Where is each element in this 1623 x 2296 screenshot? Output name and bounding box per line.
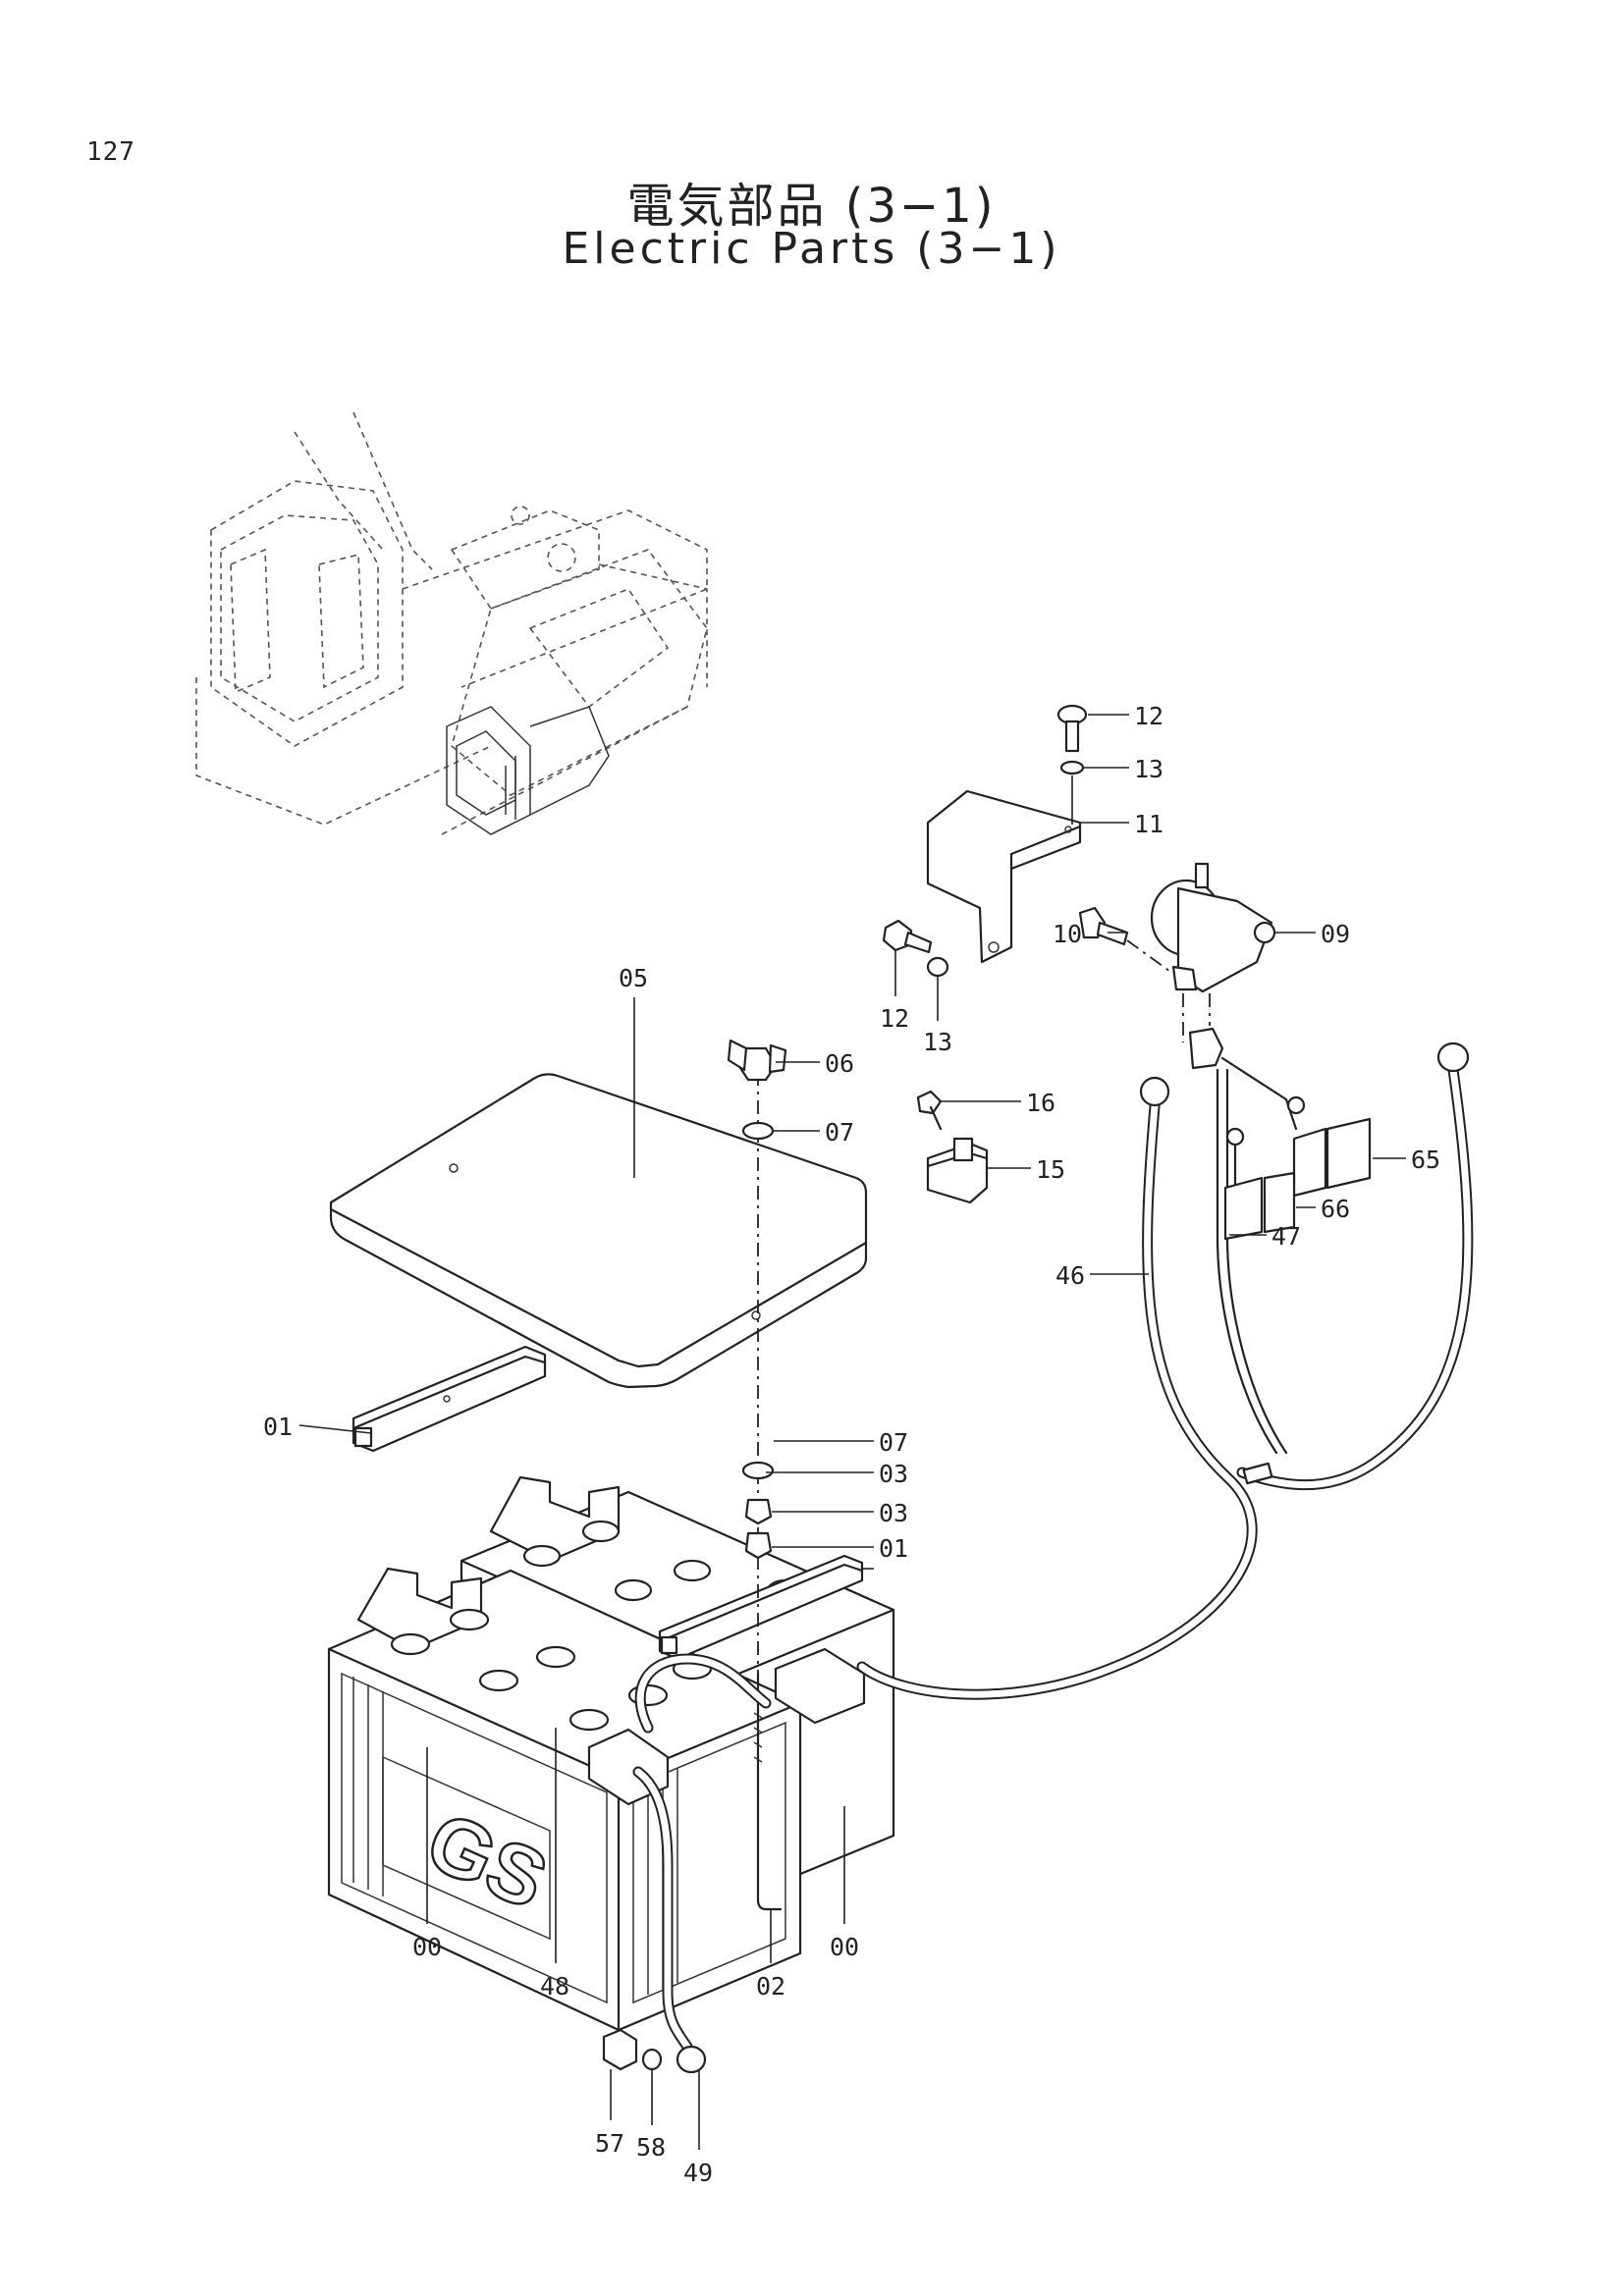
nut-upper bbox=[744, 1498, 773, 1525]
washer-left-bracket bbox=[926, 956, 949, 978]
wing-nut bbox=[727, 1039, 787, 1082]
ground-cable bbox=[632, 1766, 707, 2074]
callout-05: 05 bbox=[619, 964, 648, 992]
callout-58: 58 bbox=[636, 2133, 666, 2162]
fusible-link-block bbox=[926, 1137, 989, 1204]
callout-03-lower: 03 bbox=[879, 1499, 908, 1527]
connector-66 bbox=[1223, 1127, 1296, 1241]
page-title-english: Electric Parts (3−1) bbox=[562, 224, 1061, 274]
callout-09: 09 bbox=[1321, 920, 1350, 948]
page-number: 127 bbox=[86, 137, 135, 167]
relay-bolt bbox=[1078, 906, 1129, 946]
excavator-location-view bbox=[195, 411, 708, 835]
callout-11: 11 bbox=[1134, 810, 1163, 838]
callout-07-bottom: 07 bbox=[879, 1428, 908, 1457]
callout-12-left: 12 bbox=[880, 1004, 909, 1033]
battery-cover bbox=[329, 1073, 868, 1389]
callout-00-right: 00 bbox=[830, 1933, 859, 1961]
bolt-left bbox=[882, 919, 933, 954]
callout-03-upper: 03 bbox=[879, 1460, 908, 1488]
battery-hold-bar-left bbox=[352, 1345, 547, 1453]
callout-01-right: 01 bbox=[879, 1534, 908, 1563]
terminal-washer bbox=[641, 2048, 663, 2071]
page-title-japanese: 電気部品 (3−1) bbox=[626, 179, 997, 234]
callout-65: 65 bbox=[1411, 1146, 1440, 1174]
terminal-boot bbox=[1188, 1027, 1224, 1070]
callout-06: 06 bbox=[825, 1049, 854, 1078]
callout-02: 02 bbox=[756, 1972, 785, 2001]
battery-cable-return bbox=[1236, 1041, 1474, 1491]
callout-46: 46 bbox=[1055, 1261, 1085, 1290]
callout-47: 47 bbox=[1271, 1222, 1301, 1251]
battery-hold-bar-right bbox=[658, 1554, 864, 1661]
callout-01-left: 01 bbox=[263, 1413, 293, 1441]
washer-top bbox=[741, 1121, 775, 1141]
relay-bracket bbox=[926, 789, 1082, 964]
fuse-screw bbox=[916, 1090, 943, 1131]
nut-lower bbox=[744, 1531, 773, 1560]
callout-13-top: 13 bbox=[1134, 755, 1163, 783]
callout-66: 66 bbox=[1321, 1195, 1350, 1223]
leader-lines bbox=[298, 714, 1406, 2150]
bolt-top bbox=[1056, 704, 1088, 753]
battery-front: GS bbox=[327, 1567, 866, 2032]
callout-07-top: 07 bbox=[825, 1118, 854, 1147]
callout-16: 16 bbox=[1026, 1089, 1055, 1117]
battery-link-cable bbox=[634, 1653, 772, 1734]
washer-bottom bbox=[741, 1461, 775, 1480]
callout-13-left: 13 bbox=[923, 1028, 952, 1056]
callout-12-top: 12 bbox=[1134, 702, 1163, 730]
callout-57: 57 bbox=[595, 2129, 624, 2158]
callout-10: 10 bbox=[1053, 920, 1082, 948]
washer-top-bracket bbox=[1059, 760, 1085, 775]
callout-49: 49 bbox=[683, 2159, 713, 2187]
callout-15: 15 bbox=[1036, 1155, 1065, 1184]
connector-65 bbox=[1220, 1056, 1372, 1198]
callout-labels: 05 06 07 01 07 03 03 01 00 00 48 02 57 5… bbox=[263, 702, 1440, 2187]
callout-00-left: 00 bbox=[412, 1933, 442, 1961]
hook-bolt bbox=[756, 1672, 783, 1911]
battery-relay bbox=[1150, 862, 1276, 993]
terminal-nut bbox=[602, 2028, 638, 2071]
callout-48: 48 bbox=[540, 1972, 569, 2001]
harness-47 bbox=[1216, 1068, 1288, 1455]
battery-cable-long bbox=[856, 1076, 1258, 1700]
